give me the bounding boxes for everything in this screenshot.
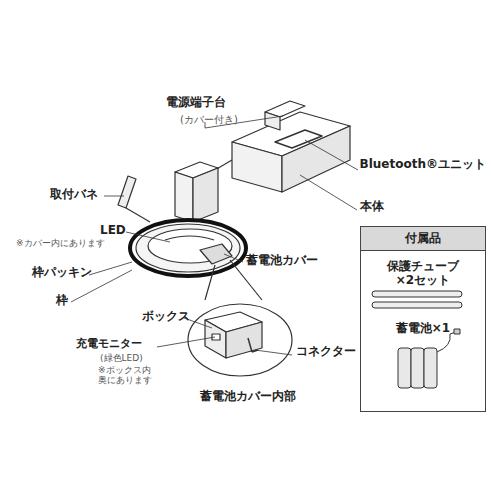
part-label: ※ボックス内 奥にあります — [98, 365, 160, 386]
part-label: 電源端子台 — [166, 96, 226, 110]
part-label: (緑色LED) — [100, 353, 143, 363]
accessory-label: 保護チューブ ×2セット — [361, 259, 485, 288]
part-label: 充電モニター — [76, 338, 142, 351]
part-label: コネクター — [296, 345, 356, 359]
accessory-box: 付属品保護チューブ ×2セット蓄電池×1 — [360, 226, 486, 412]
part-label: ボックス — [142, 310, 190, 324]
box-heading: 付属品 — [361, 227, 485, 251]
part-label: 蓄電池カバー内部 — [200, 390, 296, 404]
part-label: Bluetooth®ユニット — [360, 158, 486, 172]
part-label: (カバー付き) — [180, 114, 238, 126]
part-label: ※カバー内にあります — [16, 238, 105, 248]
part-label: 取付バネ — [50, 188, 98, 202]
part-label: 枠パッキン — [32, 266, 92, 280]
part-label: 本体 — [360, 200, 384, 214]
part-label: 枠 — [56, 294, 68, 308]
part-label: 蓄電池カバー — [246, 254, 318, 268]
part-label: LED — [100, 224, 126, 238]
accessory-label: 蓄電池×1 — [361, 321, 485, 335]
